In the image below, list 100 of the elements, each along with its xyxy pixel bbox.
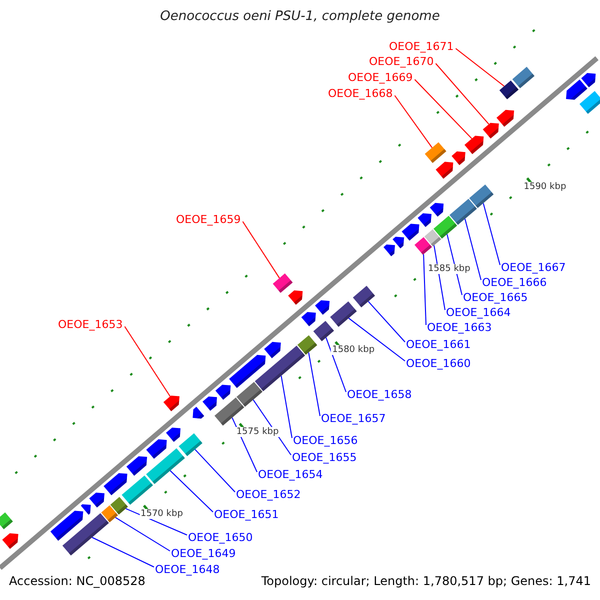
pointed-gene-block <box>166 428 180 442</box>
gene-block <box>62 513 109 556</box>
gene-label: OEOE_1654 <box>258 468 323 481</box>
gene-label: OEOE_1665 <box>463 291 528 304</box>
leader-line <box>242 221 280 279</box>
pointed-gene-block <box>464 136 484 154</box>
scale-label: 1580 kbp <box>331 345 376 356</box>
pointed-gene-block <box>392 236 404 248</box>
pointed-gene-block <box>202 396 217 411</box>
pointed-gene-block <box>301 312 316 326</box>
gene-block <box>580 91 600 114</box>
pointed-gene-block <box>163 396 180 412</box>
gene-block <box>424 229 442 246</box>
leader-line <box>124 326 171 397</box>
gene-label: OEOE_1657 <box>321 412 386 425</box>
leader-line <box>308 352 320 416</box>
pointed-gene-block <box>104 473 128 496</box>
pointed-gene-block <box>430 202 444 217</box>
pointed-gene-block <box>215 384 231 400</box>
pointed-gene-block <box>126 456 148 476</box>
leader-line <box>348 318 406 362</box>
gene-label: OEOE_1666 <box>482 276 547 289</box>
gene-block <box>122 476 153 505</box>
gene-block <box>101 505 118 522</box>
pointed-gene-block <box>89 492 104 508</box>
scale-label: 1575 kbp <box>235 427 280 438</box>
leader-line <box>125 508 188 536</box>
gene-label: OEOE_1671 <box>389 40 454 53</box>
gene-label: OEOE_1667 <box>501 261 566 274</box>
gene-label: OEOE_1668 <box>328 87 393 100</box>
gene-label: OEOE_1649 <box>171 547 236 560</box>
leader-line <box>326 337 346 392</box>
gene-block <box>434 216 458 239</box>
gene-block <box>313 320 334 342</box>
pointed-gene-block <box>436 162 454 179</box>
pointed-gene-block <box>452 151 466 166</box>
gene-label: OEOE_1660 <box>406 357 471 370</box>
gene-label: OEOE_1650 <box>188 531 253 544</box>
gene-block <box>178 433 202 456</box>
gene-block <box>297 335 318 355</box>
gene-label: OEOE_1655 <box>292 451 357 464</box>
gene-label: OEOE_1669 <box>348 71 413 84</box>
pointed-gene-block <box>496 110 514 127</box>
pointed-gene-block <box>192 406 204 419</box>
gene-label: OEOE_1653 <box>58 318 123 331</box>
gene-label: OEOE_1658 <box>347 388 412 401</box>
gene-block <box>469 184 494 208</box>
gene-label: OEOE_1670 <box>369 55 434 68</box>
gene-label: OEOE_1648 <box>155 563 220 576</box>
leader-line <box>394 95 433 148</box>
gene-block <box>146 448 185 484</box>
pointed-gene-block <box>288 290 303 305</box>
pointed-gene-block <box>264 342 281 358</box>
scale-label: 1590 kbp <box>522 182 568 192</box>
gene-block <box>512 66 534 88</box>
pointed-gene-block <box>482 122 499 138</box>
leader-line <box>368 300 406 342</box>
scale-label: 1570 kbp <box>140 509 184 520</box>
gene-block <box>254 346 306 392</box>
gene-label: OEOE_1652 <box>236 488 301 501</box>
leader-line <box>114 516 170 552</box>
pointed-gene-block <box>315 300 330 315</box>
leader-line <box>414 79 472 140</box>
gene-label: OEOE_1663 <box>427 321 492 334</box>
gene-block <box>272 273 293 293</box>
pointed-gene-block <box>581 73 596 88</box>
leader-line <box>435 63 490 125</box>
footer-text: Accession: NC_008528 <box>9 574 146 588</box>
pointed-gene-block <box>50 510 84 541</box>
leader-line <box>92 536 154 568</box>
leader-line <box>482 202 500 266</box>
footer-text: Topology: circular; Length: 1,780,517 bp; Genes: 1,741 <box>261 574 591 588</box>
gene-block <box>330 301 357 327</box>
gene-label: OEOE_1656 <box>293 434 358 447</box>
leader-line <box>464 218 482 280</box>
gene-label: OEOE_1659 <box>176 213 241 226</box>
gene-label: OEOE_1664 <box>446 306 511 319</box>
pointed-gene-block <box>402 224 420 241</box>
title: Oenococcus oeni PSU-1, complete genome <box>160 9 440 24</box>
leader-line <box>170 470 214 512</box>
gene-block <box>414 237 432 255</box>
pointed-gene-block <box>384 244 395 256</box>
pointed-gene-block <box>229 354 266 388</box>
gene-label: OEOE_1661 <box>406 338 471 351</box>
gene-block <box>424 142 446 163</box>
gene-block <box>214 398 244 426</box>
pointed-gene-block <box>418 213 432 227</box>
gene-block <box>110 496 128 515</box>
pointed-gene-block <box>566 80 588 100</box>
gene-block <box>450 198 477 225</box>
gene-block <box>352 286 375 308</box>
leader-line <box>455 48 505 87</box>
scale-label: 1585 kbp <box>426 264 472 274</box>
leader-line <box>423 254 426 326</box>
leader-line <box>194 448 236 492</box>
pointed-gene-block <box>2 533 18 549</box>
pointed-gene-block <box>146 439 167 459</box>
leader-line <box>280 375 292 438</box>
pointed-gene-block <box>80 504 91 515</box>
gene-block <box>236 382 262 407</box>
